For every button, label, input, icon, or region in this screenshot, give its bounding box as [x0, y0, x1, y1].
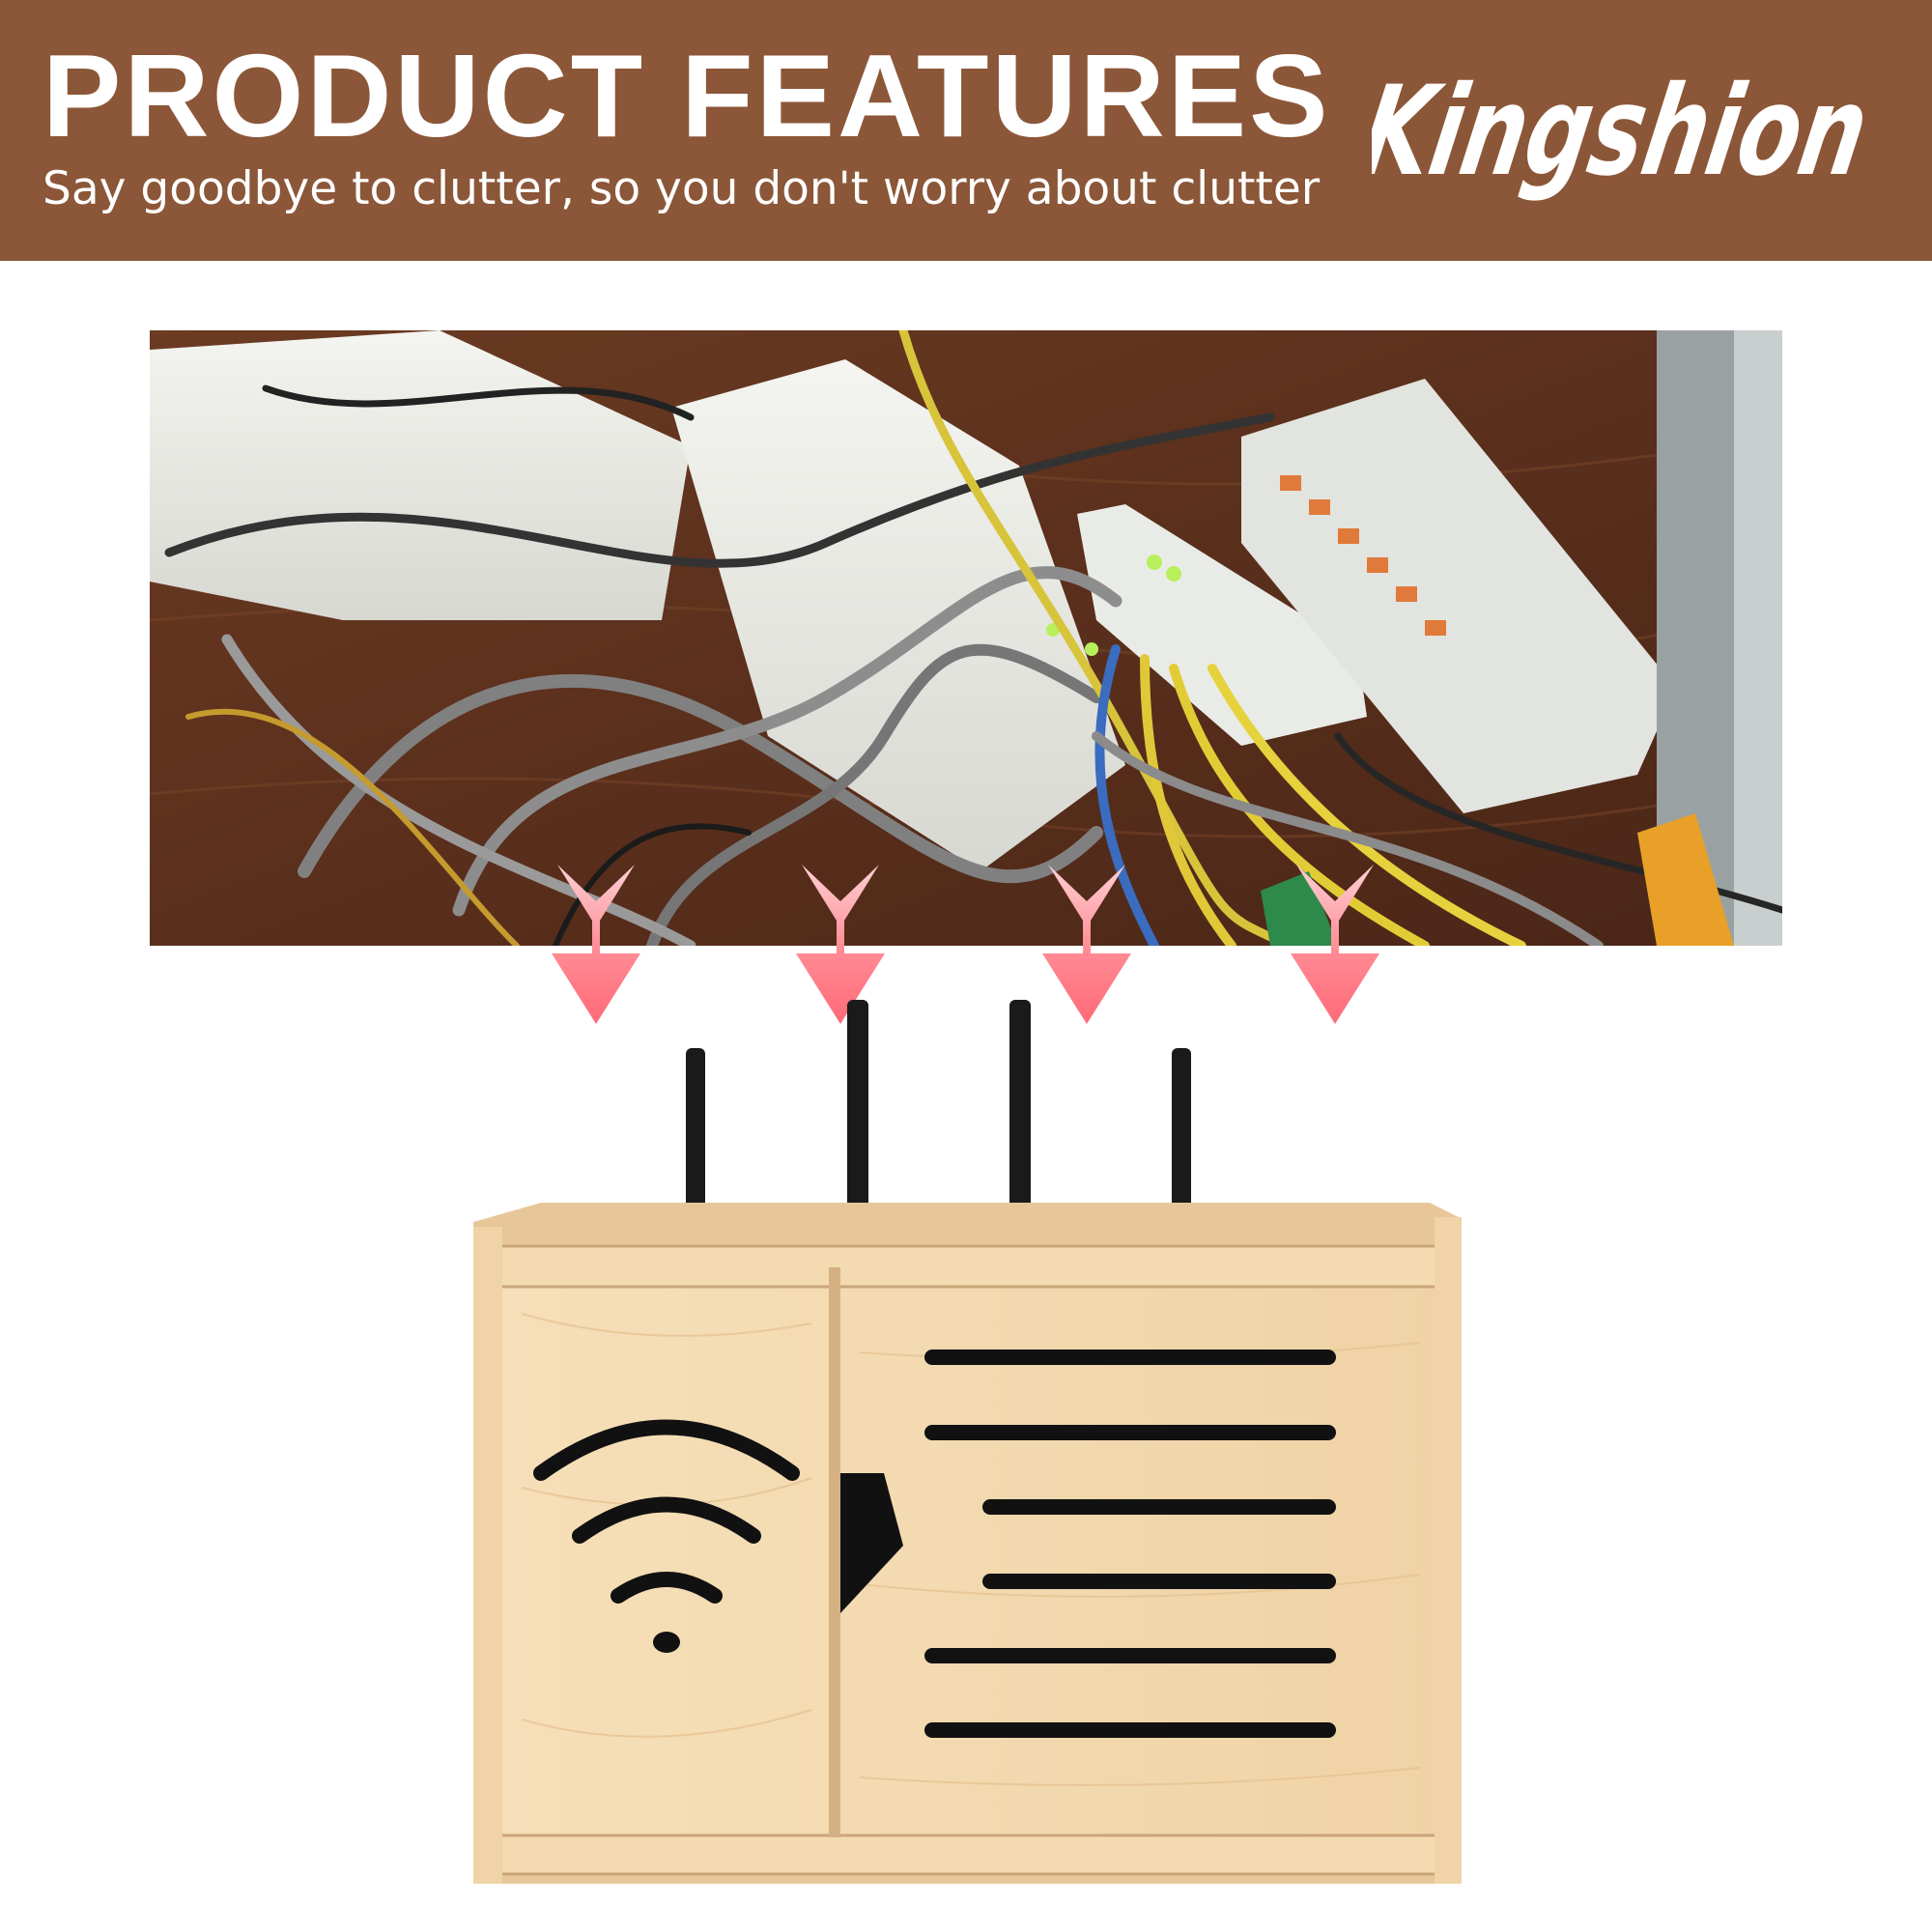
header-banner: PRODUCT FEATURES Say goodbye to clutter,…: [0, 0, 1932, 261]
headline: PRODUCT FEATURES: [43, 30, 1331, 161]
wifi-icon: [533, 1419, 800, 1604]
cable-clutter-photo: [150, 330, 1782, 946]
vent-slots: [924, 1350, 1336, 1738]
tagline: Say goodbye to clutter, so you don't wor…: [43, 162, 1321, 215]
brand-logo: Kingshion: [1372, 60, 1878, 204]
brand-logo-text: Kingshion: [1372, 60, 1878, 204]
router-storage-box: [473, 1000, 1462, 1884]
